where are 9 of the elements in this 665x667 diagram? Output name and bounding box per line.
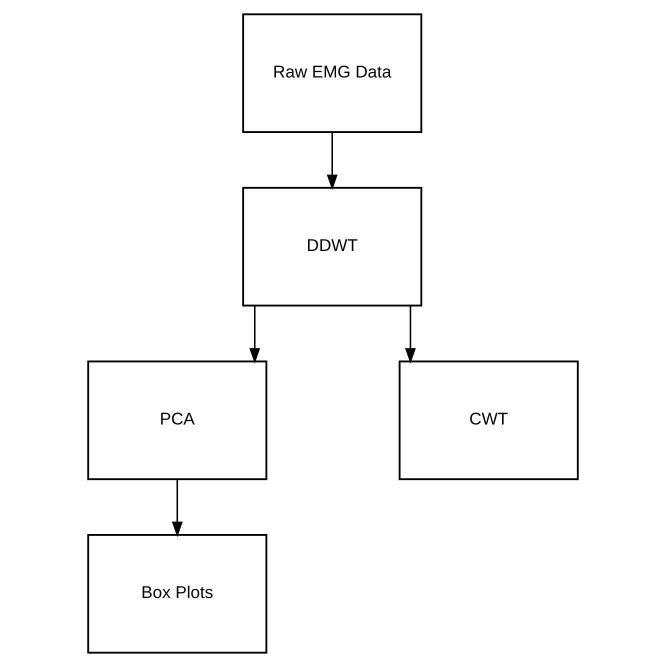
- node-box: PCA: [86, 360, 267, 480]
- arrow: [248, 306, 260, 364]
- arrow: [171, 480, 182, 538]
- node-box: Box Plots: [86, 534, 267, 654]
- node-box: DDWT: [242, 186, 422, 307]
- node-box: CWT: [398, 360, 578, 480]
- arrow: [404, 306, 416, 364]
- arrow: [326, 132, 338, 190]
- node-box: Raw EMG Data: [242, 13, 422, 134]
